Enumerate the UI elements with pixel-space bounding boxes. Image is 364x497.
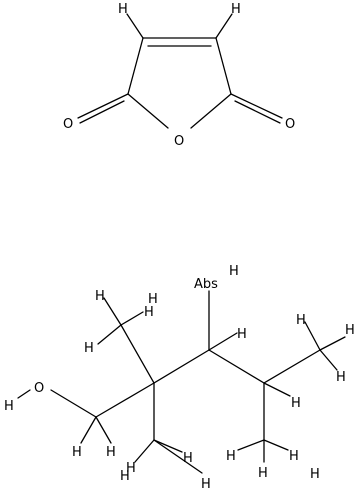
bond [120,324,155,384]
atom-label: H [237,327,247,342]
atom-label: H [296,313,306,328]
bond [103,297,122,326]
atom-label: O [174,134,184,149]
bond [95,382,155,418]
atom-label: H [72,445,82,460]
atom-label: H [345,323,355,338]
bond [208,332,238,351]
bond [190,93,232,129]
bond [95,416,112,444]
atom-label: H [226,449,236,464]
atom-label: O [34,381,44,396]
maleic-anhydride-atoms: H H O O O [63,2,295,149]
bond [153,349,210,384]
bond [263,349,321,384]
bond [50,389,97,418]
atom-label: O [63,117,73,132]
bond [127,93,169,129]
bond [319,349,338,371]
atom-label: O [285,117,295,132]
bond [17,389,31,399]
bond [215,13,233,39]
atom-label: H [289,449,299,464]
atom-label: H [126,461,136,476]
trimethylpentanediol-atoms: Abs H O H H H H H H H H H H H H H H H H … [4,264,355,492]
atom-label: H [229,264,239,279]
bond [80,416,97,444]
bond [319,336,346,351]
bond [97,324,122,345]
bond [263,382,291,397]
bond [126,13,144,39]
atom-label: H [106,445,116,460]
bond [127,37,144,95]
bond [234,100,281,124]
bond [237,439,265,451]
atom-label: H [118,2,128,17]
bond [304,321,321,351]
atom-label: H [4,399,14,414]
atom-label: H [231,2,241,17]
atom-label: H [95,289,105,304]
atom-label: H [144,305,154,320]
atom-label: H [336,370,346,385]
abs-label: Abs [194,277,218,292]
bond [120,311,144,326]
atom-label: H [258,466,268,481]
trimethylpentanediol-bonds [17,290,346,474]
atom-label: H [291,396,301,411]
bond [153,439,203,474]
atom-label: H [183,451,193,466]
maleic-anhydride-bonds [77,13,283,129]
bond [263,439,289,451]
bond [134,439,155,463]
atom-label: H [84,341,94,356]
bond [79,100,125,124]
bond [208,349,265,384]
atom-label: H [201,477,211,492]
bond [153,439,183,453]
atom-label: H [310,467,320,482]
atom-label: H [120,469,130,484]
bond [215,37,232,95]
atom-label: H [148,292,158,307]
bond [230,93,283,119]
bond [77,93,129,119]
